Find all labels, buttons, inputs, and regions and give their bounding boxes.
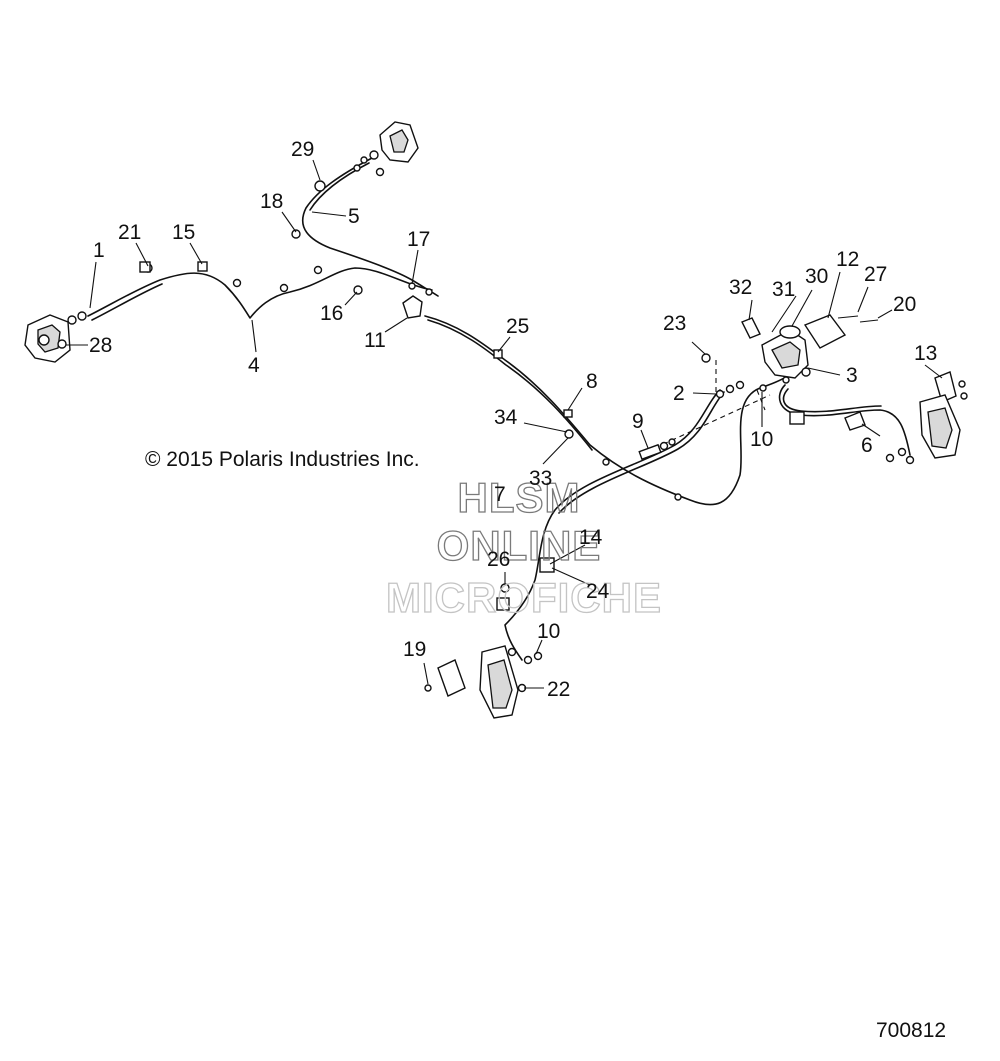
callout-2: 2 [673,382,685,405]
callout-24: 24 [586,580,610,603]
callout-12: 12 [836,248,859,271]
callout-18: 18 [260,190,283,213]
callout-5: 5 [348,205,360,228]
hose-clamp-6 [789,411,866,431]
callout-10-rear: 10 [537,620,560,643]
watermark-line-3: MICROFICHE [386,574,662,621]
callout-29: 29 [291,138,314,161]
callout-25: 25 [506,315,529,338]
callout-14: 14 [579,526,603,549]
callout-1: 1 [93,239,105,262]
copyright-text: © 2015 Polaris Industries Inc. [145,448,420,471]
callout-26: 26 [487,548,510,571]
watermark: HLSM ONLINE MICROFICHE [385,473,662,621]
leader-lines [66,159,943,689]
callout-17: 17 [407,228,430,251]
callout-7: 7 [494,483,506,506]
brake-line-8 [424,315,796,506]
brake-hose-6 [778,384,911,456]
brake-line-4 [87,267,433,319]
callout-21: 21 [118,221,141,244]
junction-block [402,288,433,319]
brake-line-7 [504,389,721,661]
front-left-caliper [24,311,87,363]
callout-13: 13 [914,342,937,365]
rear-left-caliper [424,645,527,719]
callout-6: 6 [861,434,873,457]
callout-19: 19 [403,638,426,661]
diagram-id: 700812 [876,1019,946,1042]
brake-fitting-9 [638,438,676,461]
callout-30: 30 [805,265,828,288]
watermark-line-2: ONLINE [437,522,602,569]
callout-32: 32 [729,276,752,299]
callout-11: 11 [364,329,386,352]
brake-fitting-2 [701,353,767,399]
callout-22: 22 [547,678,570,701]
callout-33: 33 [529,467,552,490]
callout-15: 15 [172,221,195,244]
watermark-line-1: HLSM [458,474,581,521]
callout-28: 28 [89,334,112,357]
callout-8: 8 [586,370,598,393]
callout-16: 16 [320,302,343,325]
rear-line-fittings [496,557,555,665]
callouts: 1 21 15 28 4 29 18 5 17 16 11 25 8 34 33… [89,138,937,701]
callout-31: 31 [772,278,795,301]
callout-10-front: 10 [750,428,773,451]
master-cylinder [741,314,879,384]
brake-hose-5 [301,157,439,297]
callout-9: 9 [632,410,644,433]
line-clips [139,180,416,295]
rear-right-caliper [885,371,968,465]
callout-34: 34 [494,406,518,429]
callout-20: 20 [893,293,916,316]
front-right-caliper [353,121,419,177]
callout-27: 27 [864,263,887,286]
callout-3: 3 [846,364,858,387]
callout-4: 4 [248,354,260,377]
callout-23: 23 [663,312,686,335]
